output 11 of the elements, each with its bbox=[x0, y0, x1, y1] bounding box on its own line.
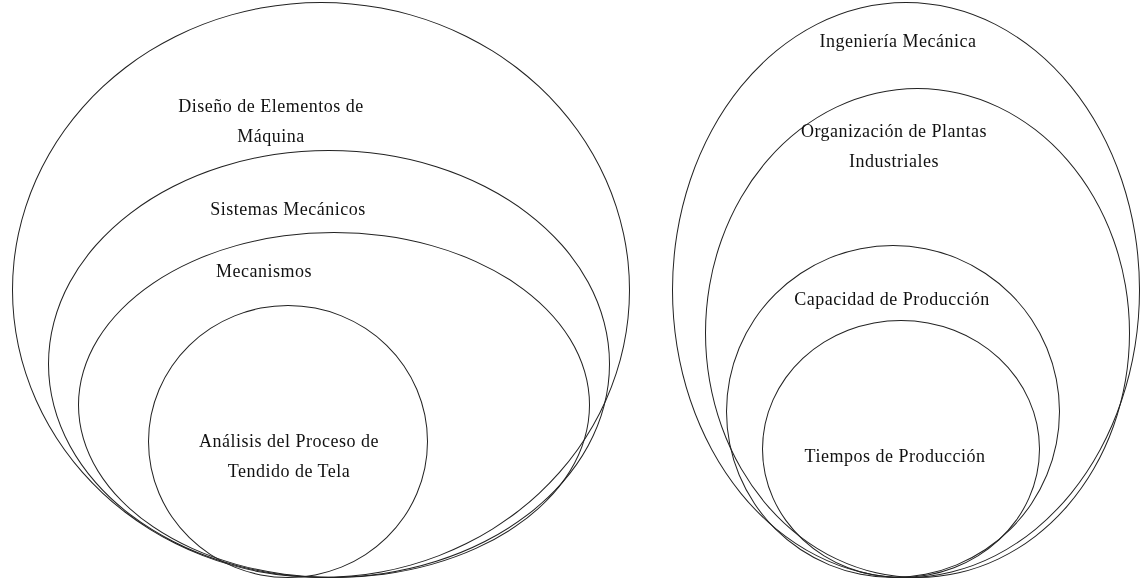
nested-circle bbox=[705, 88, 1130, 578]
circle-label: Organización de Plantas Industriales bbox=[799, 120, 989, 173]
circle-label: Diseño de Elementos de Máquina bbox=[177, 95, 365, 148]
circle-label: Ingeniería Mecánica bbox=[818, 30, 978, 53]
circle-label: Sistemas Mecánicos bbox=[209, 198, 367, 221]
circle-label: Análisis del Proceso de Tendido de Tela bbox=[198, 430, 380, 483]
circle-label: Tiempos de Producción bbox=[803, 445, 987, 468]
nested-circle bbox=[148, 305, 428, 578]
circle-label: Capacidad de Producción bbox=[793, 288, 991, 311]
circle-label: Mecanismos bbox=[215, 260, 313, 283]
nested-circle bbox=[726, 245, 1060, 578]
